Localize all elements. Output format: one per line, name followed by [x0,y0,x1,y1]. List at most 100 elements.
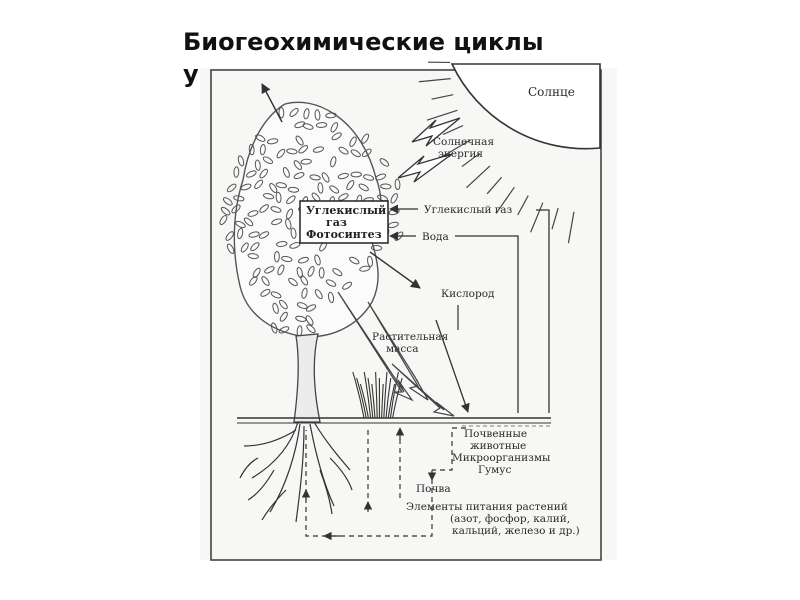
leaf [263,193,275,200]
leaf [314,289,323,300]
svg-text:Солнечная энергия: Солнечная энергия [433,136,497,160]
leaf [358,183,369,192]
sun-ray [551,207,559,230]
leaf [279,299,288,310]
leaf [346,180,355,191]
grass-blade [359,383,369,419]
leaf [325,279,337,287]
leaf [306,324,316,334]
grass-tuft [352,371,403,419]
grass-blade [367,377,374,419]
leaf [266,138,279,145]
leaf [370,245,383,251]
sun-ray [495,186,515,214]
leaf [248,231,260,238]
leaf [258,231,270,239]
leaf [240,242,249,253]
leaf [277,264,285,276]
leaf [220,206,231,216]
leaf [300,158,312,165]
leaf [361,133,370,144]
leaf [337,172,349,180]
grass-blade [385,377,392,419]
leaf [332,268,343,277]
sun-ray [517,195,529,216]
leaf [394,178,401,191]
leaf [231,204,241,214]
sun-ray [461,152,480,168]
tree-trunk [293,333,321,423]
leaf [260,288,271,297]
leaf [390,193,398,204]
leaf [289,242,301,249]
leaf [380,183,392,190]
plant-mass-arrows [337,291,455,417]
ground-surface [237,417,551,427]
leaf [342,281,353,290]
photosynthesis-box-line-2: газ [326,216,347,229]
leaf [312,146,325,153]
leaf [261,276,270,286]
leaf [309,174,321,181]
sun-label: Солнце [528,85,575,99]
leaf [226,243,235,254]
leaf [259,143,266,156]
grass-blade [352,371,365,419]
leaf [314,109,321,121]
leaf [330,122,339,133]
sun [418,61,601,244]
leaf [293,160,303,170]
leaf [269,182,278,193]
sun-ray [431,94,454,100]
leaf [321,172,330,183]
leaf [275,182,287,189]
leaf [296,266,303,279]
grass-blade [383,371,388,419]
leaf [301,287,308,299]
soil-flow-arrows [301,427,437,541]
leaf [281,255,293,263]
leaf [363,174,375,181]
leaf [259,204,269,213]
leaf [233,195,245,202]
leaf [294,121,306,129]
leaf [317,182,324,194]
photosynthesis-box [299,200,389,244]
leaf [235,220,246,229]
leaf [254,159,261,171]
leaf [367,255,374,268]
leaf [303,108,310,120]
leaf [375,173,387,181]
leaf [273,251,280,263]
leaf [245,170,257,178]
oxygen-label: Кислород [441,288,495,300]
soil-group-label-3: Микроорганизмы [452,452,550,464]
leaf [379,158,390,167]
sun-ray [567,211,575,244]
plant-mass-label-2: масса [386,343,418,355]
leaf [349,256,360,265]
leaf [318,267,325,279]
nutrients-label-3: кальций, железо и др.) [452,525,580,537]
oxygen-arrow [369,251,421,289]
leaf [288,277,298,287]
leaf [259,168,268,179]
leaf [325,112,337,119]
photosynthesis-box-line-3: Фотосинтез [306,228,382,241]
leaf [361,148,372,157]
grass-blade [381,383,384,419]
leaf [249,276,258,286]
leaf [286,195,296,205]
leaf [307,265,315,277]
solar-energy-label-2: энергия [438,148,483,160]
leaf [350,149,361,158]
water-flow-line [455,235,519,413]
leaf [300,275,309,286]
leaf [338,146,349,155]
leaf [254,179,264,189]
leaf [278,326,290,334]
slide-title-line-1: Биогеохимические циклы [183,28,544,56]
leaf [297,256,309,264]
leaf [262,156,274,165]
